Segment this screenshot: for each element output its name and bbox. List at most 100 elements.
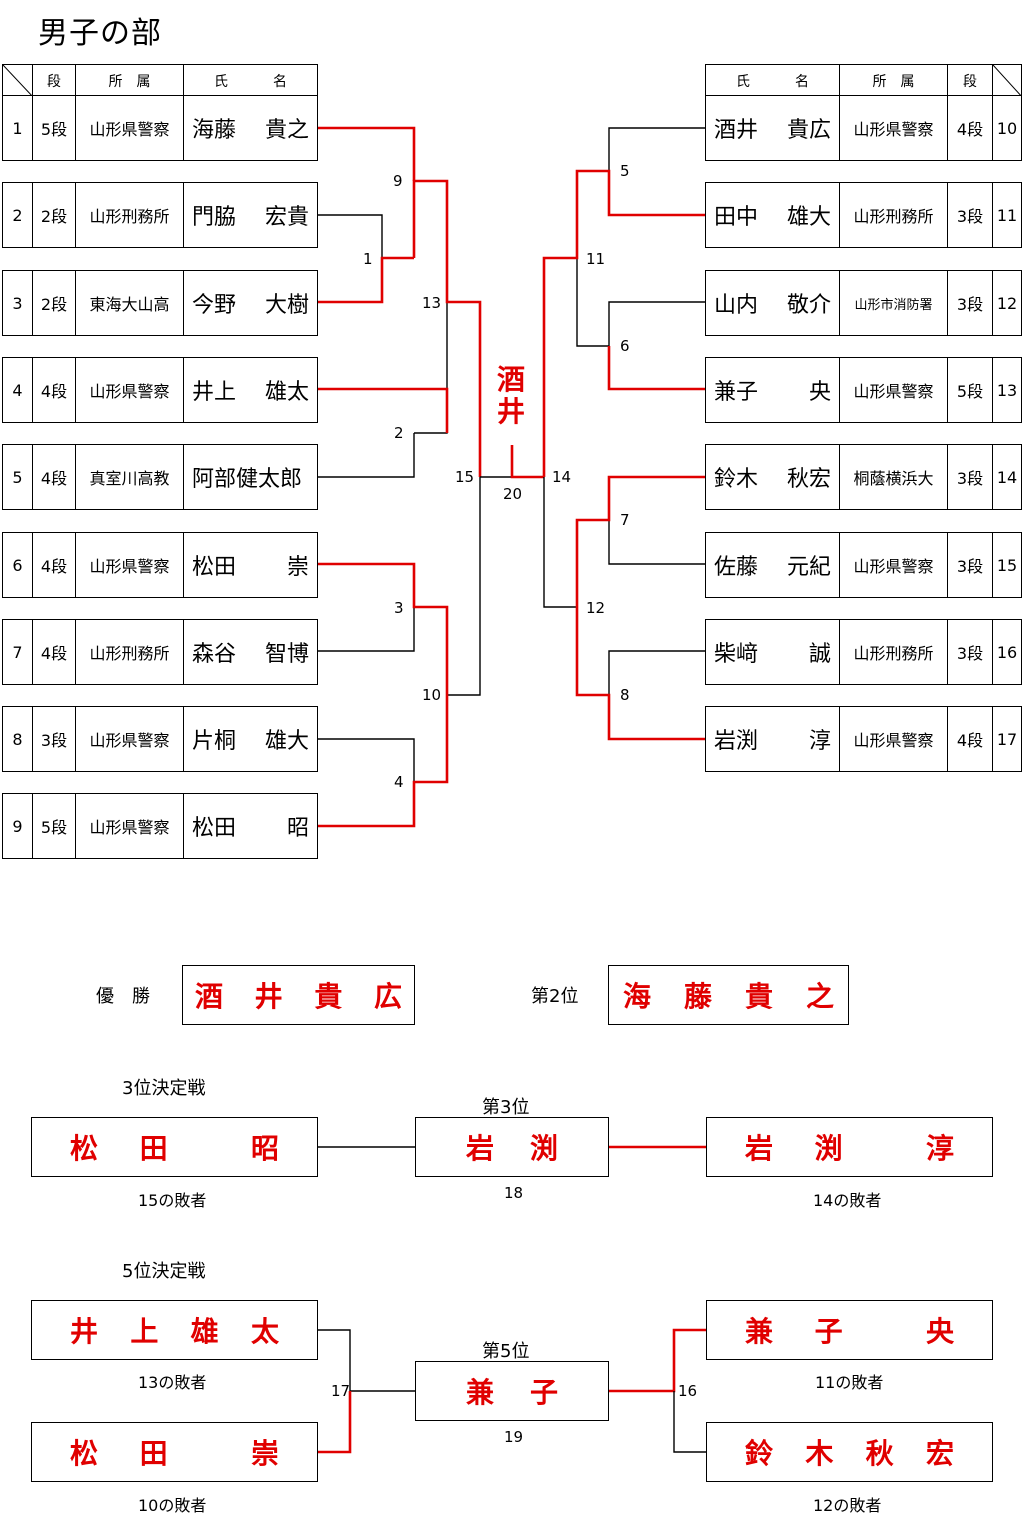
player-name: 松田崇	[183, 532, 318, 598]
match-2: 2	[394, 424, 404, 442]
player-rank: 3段	[947, 444, 993, 510]
third-right-char-1: 岩	[745, 1132, 774, 1165]
player-given-name: 宏貴	[264, 205, 309, 230]
player-rank: 3段	[947, 619, 993, 685]
fifth-rb-char-4: 宏	[925, 1437, 954, 1470]
third-result-label: 第3位	[482, 1097, 530, 1118]
fifth-lb-char-2: 田	[139, 1437, 168, 1470]
third-right-char-2: 渕	[814, 1132, 843, 1165]
winner-char-1: 酒	[195, 980, 224, 1013]
page-title: 男子の部	[38, 16, 162, 51]
player-name: 松田昭	[183, 793, 318, 859]
player-given-name: 元紀	[786, 555, 831, 580]
match-10: 10	[422, 686, 442, 704]
bracket-line-7	[318, 256, 414, 304]
player-name: 今野大樹	[183, 270, 318, 336]
player-name: 兼子央	[705, 357, 840, 423]
fifth-center-char-2: 子	[529, 1376, 558, 1409]
player-surname: 森谷	[192, 642, 237, 667]
bracket-line-8	[318, 126, 416, 181]
bracket-line-5	[414, 302, 448, 434]
player-affiliation: 東海大山高	[75, 270, 184, 336]
bracket-line-14	[510, 445, 544, 479]
left-header-name-a: 氏	[214, 73, 228, 90]
player-rank: 3段	[947, 182, 993, 248]
player-given-name: 貴之	[264, 118, 309, 143]
player-surname: 柴﨑	[714, 642, 759, 667]
player-name: 山内敬介	[705, 270, 840, 336]
third-left-char-2: 田	[139, 1132, 168, 1165]
player-surname: 今野	[192, 293, 237, 318]
third-playoff-title: 3位決定戦	[122, 1078, 206, 1099]
bracket-line-16	[608, 301, 705, 346]
left-header-corner	[2, 64, 33, 97]
fifth-playoff-title: 5位決定戦	[122, 1261, 206, 1282]
match-11: 11	[586, 250, 606, 268]
left-header-rank: 段	[32, 64, 76, 97]
fifth-rb-char-3: 秋	[865, 1437, 894, 1470]
fifth-right-top-note: 11の敗者	[815, 1373, 884, 1392]
player-given-name: 誠	[808, 642, 831, 667]
match-7: 7	[620, 511, 630, 529]
bracket-line-10	[318, 387, 449, 433]
player-rank: 5段	[947, 357, 993, 423]
player-given-name: 秋宏	[786, 467, 831, 492]
match-13: 13	[422, 294, 442, 312]
player-rank: 2段	[32, 270, 76, 336]
match-19: 19	[504, 1428, 524, 1446]
right-header-rank: 段	[947, 64, 993, 97]
player-number: 16	[992, 619, 1022, 685]
player-given-name: 淳	[808, 729, 831, 754]
right-header-name-b: 名	[795, 73, 809, 90]
bracket-line-12	[318, 695, 449, 828]
player-given-name: 敬介	[786, 293, 831, 318]
match-12: 12	[586, 599, 606, 617]
bracket-line-4	[318, 738, 415, 782]
player-surname: 片桐	[192, 729, 237, 754]
player-name: 森谷 智博	[183, 619, 318, 685]
champion-vertical-char-1: 酒	[497, 363, 526, 396]
left-header-name-b: 名	[273, 73, 287, 90]
third-center-char-1: 岩	[466, 1132, 495, 1165]
player-surname: 佐藤	[714, 555, 759, 580]
winner-char-4: 広	[373, 980, 402, 1013]
fifth-rt-char-2: 子	[814, 1315, 843, 1348]
player-rank: 3段	[947, 532, 993, 598]
fifth-result-label: 第5位	[482, 1341, 530, 1362]
bracket-line-28	[318, 1391, 352, 1454]
player-number: 10	[992, 95, 1022, 161]
player-given-name: 雄太	[264, 380, 309, 405]
player-surname: 岩渕	[714, 729, 759, 754]
player-name: 酒井貴広	[705, 95, 840, 161]
player-rank: 4段	[947, 95, 993, 161]
bracket-line-21	[542, 169, 705, 477]
fifth-rb-char-2: 木	[805, 1437, 834, 1470]
fifth-center-char-1: 兼	[466, 1376, 495, 1409]
player-number: 8	[2, 706, 33, 772]
player-affiliation: 山形県警察	[839, 95, 948, 161]
player-number: 9	[2, 793, 33, 859]
match-17: 17	[331, 1382, 351, 1400]
player-number: 14	[992, 444, 1022, 510]
player-given-name: 智博	[264, 642, 309, 667]
right-header-affiliation: 所 属	[839, 64, 948, 97]
player-surname: 門脇	[192, 205, 237, 230]
player-affiliation: 山形県警察	[839, 357, 948, 423]
player-affiliation: 山形刑務所	[839, 182, 948, 248]
match-14: 14	[552, 468, 572, 486]
bracket-line-23	[575, 475, 705, 607]
player-name: 鈴木秋宏	[705, 444, 840, 510]
match-5: 5	[620, 162, 630, 180]
third-left-box: 松 田 昭	[31, 1117, 318, 1177]
fifth-right-top-box: 兼 子 央	[706, 1300, 993, 1360]
bracket-line-30	[673, 1391, 706, 1453]
player-given-name: 央	[808, 380, 831, 405]
player-number: 11	[992, 182, 1022, 248]
player-given-name: 雄大	[264, 729, 309, 754]
fifth-left-bottom-box: 松 田 崇	[31, 1422, 318, 1482]
bracket-line-29	[609, 1328, 706, 1393]
winner-char-2: 井	[254, 980, 283, 1013]
player-affiliation: 山形刑務所	[75, 182, 184, 248]
player-surname: 阿部健太郎	[192, 467, 303, 492]
fifth-left-top-note: 13の敗者	[138, 1373, 207, 1392]
